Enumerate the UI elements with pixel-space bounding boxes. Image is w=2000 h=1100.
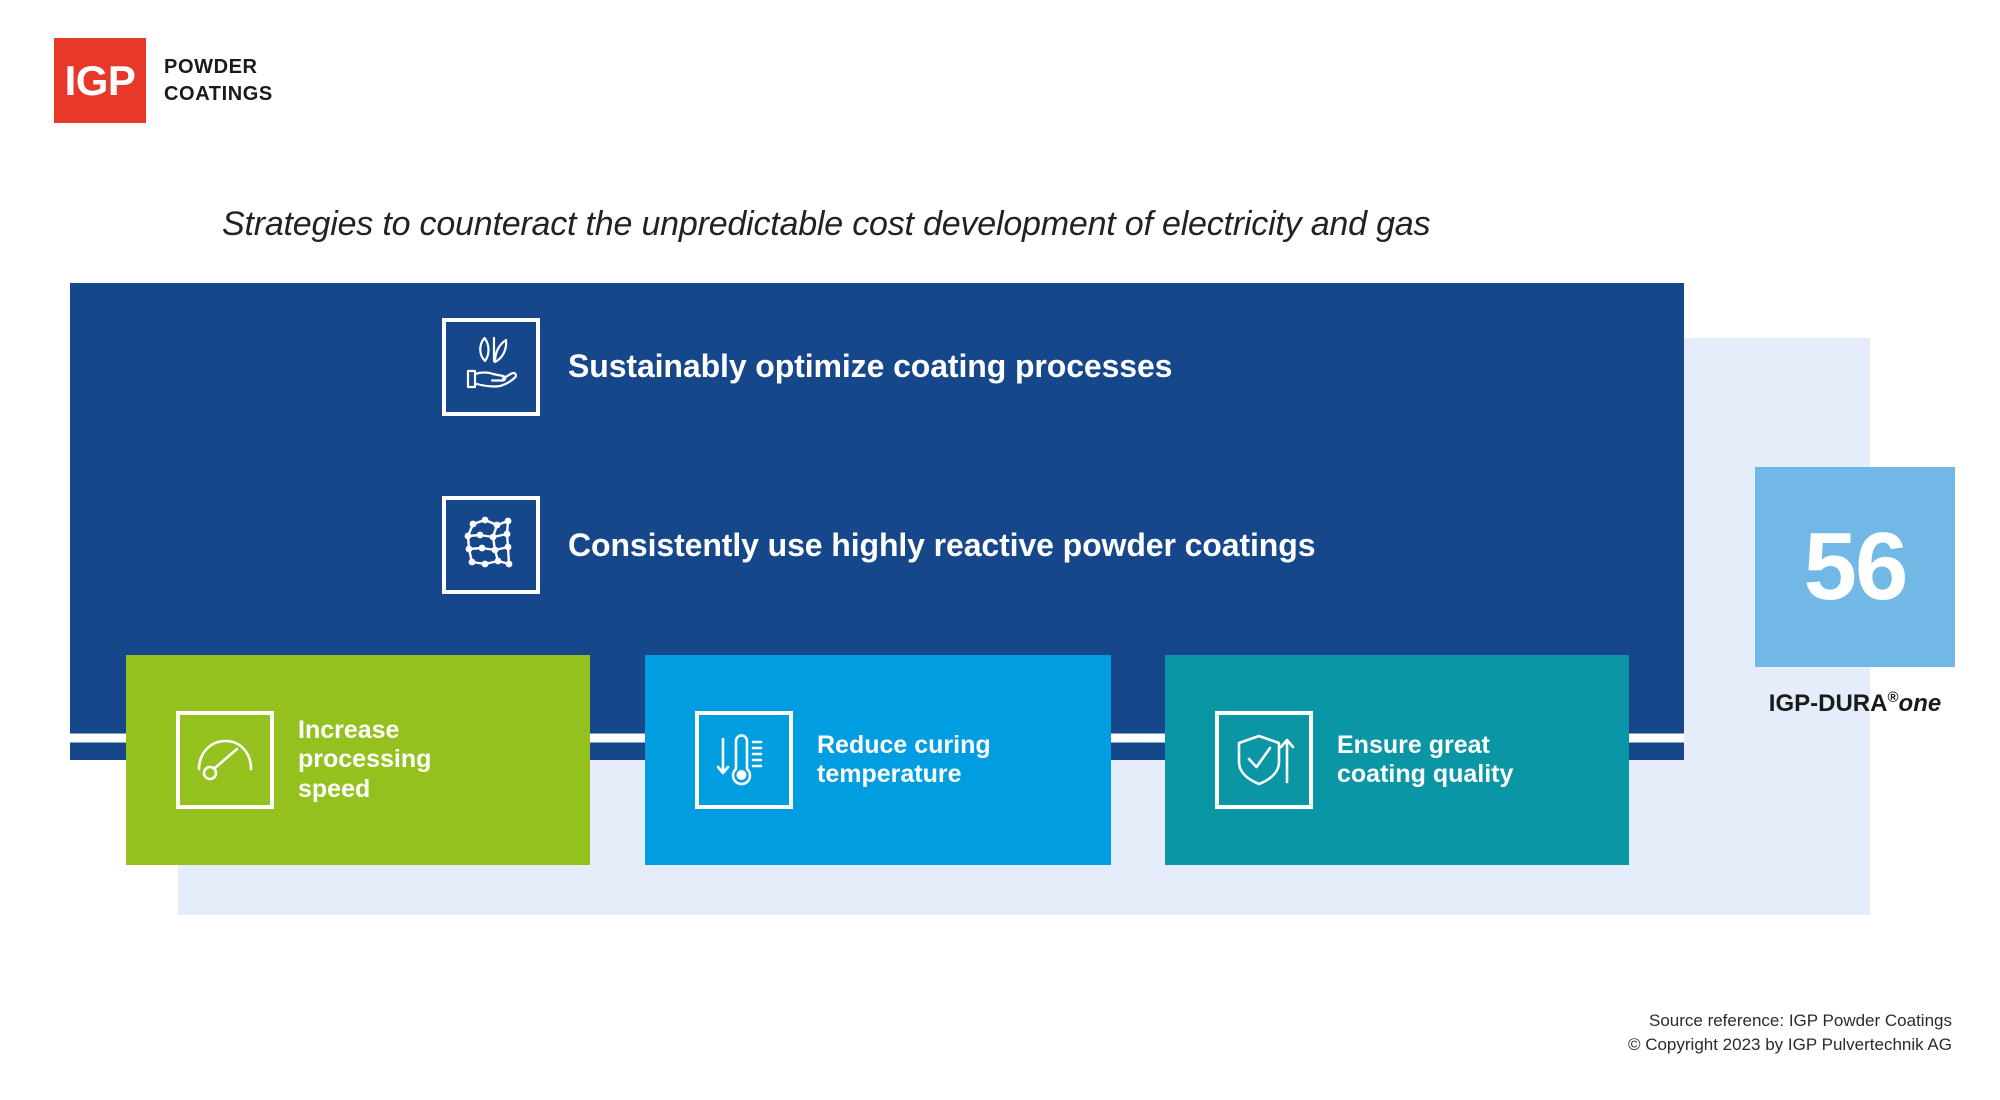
brand-logo: IGP POWDER COATINGS: [54, 38, 273, 123]
logo-wordmark: POWDER COATINGS: [164, 38, 273, 123]
benefit-label: Increase processing speed: [298, 715, 432, 803]
badge-number: 56: [1803, 513, 1909, 620]
igp-logo-mark: IGP: [54, 38, 146, 123]
benefit-card-increase-processing-speed[interactable]: Increase processing speed: [126, 655, 590, 865]
page-title: Strategies to counteract the unpredictab…: [222, 205, 1431, 243]
speedometer-icon: [176, 711, 274, 809]
logo-word-line1: POWDER: [164, 56, 258, 79]
badge-caption-suffix: one: [1898, 690, 1942, 717]
strategy-label: Sustainably optimize coating processes: [568, 348, 1173, 384]
registered-trademark-icon: ®: [1887, 689, 1899, 706]
benefit-label: Reduce curing temperature: [817, 730, 991, 789]
product-badge: 56 IGP-DURA®one: [1755, 467, 1955, 718]
shield-check-up-arrow-icon: [1215, 711, 1313, 809]
benefit-card-reduce-curing-temperature[interactable]: Reduce curing temperature: [645, 655, 1111, 865]
strategy-row-sustainably-optimize: Sustainably optimize coating processes: [70, 283, 1684, 450]
footer-credits: Source reference: IGP Powder Coatings © …: [1628, 1009, 1952, 1058]
badge-caption-main: IGP-DURA: [1768, 690, 1888, 717]
strategy-row-highly-reactive: Consistently use highly reactive powder …: [70, 455, 1684, 635]
strategy-label: Consistently use highly reactive powder …: [568, 526, 1316, 563]
logo-mark-label: IGP: [64, 56, 136, 104]
footer-copyright-line: © Copyright 2023 by IGP Pulvertechnik AG: [1627, 1035, 1952, 1055]
molecule-structure-icon: [442, 496, 540, 594]
thermometer-down-arrow-icon: [695, 711, 793, 809]
badge-square: 56: [1755, 467, 1955, 667]
benefit-card-ensure-great-coating-quality[interactable]: Ensure great coating quality: [1165, 655, 1629, 865]
logo-word-line2: COATINGS: [164, 82, 273, 105]
benefit-label: Ensure great coating quality: [1337, 730, 1514, 789]
footer-source-line: Source reference: IGP Powder Coatings: [1648, 1010, 1952, 1030]
badge-caption: IGP-DURA®one: [1755, 689, 1955, 718]
hand-with-leaves-icon: [442, 317, 540, 416]
